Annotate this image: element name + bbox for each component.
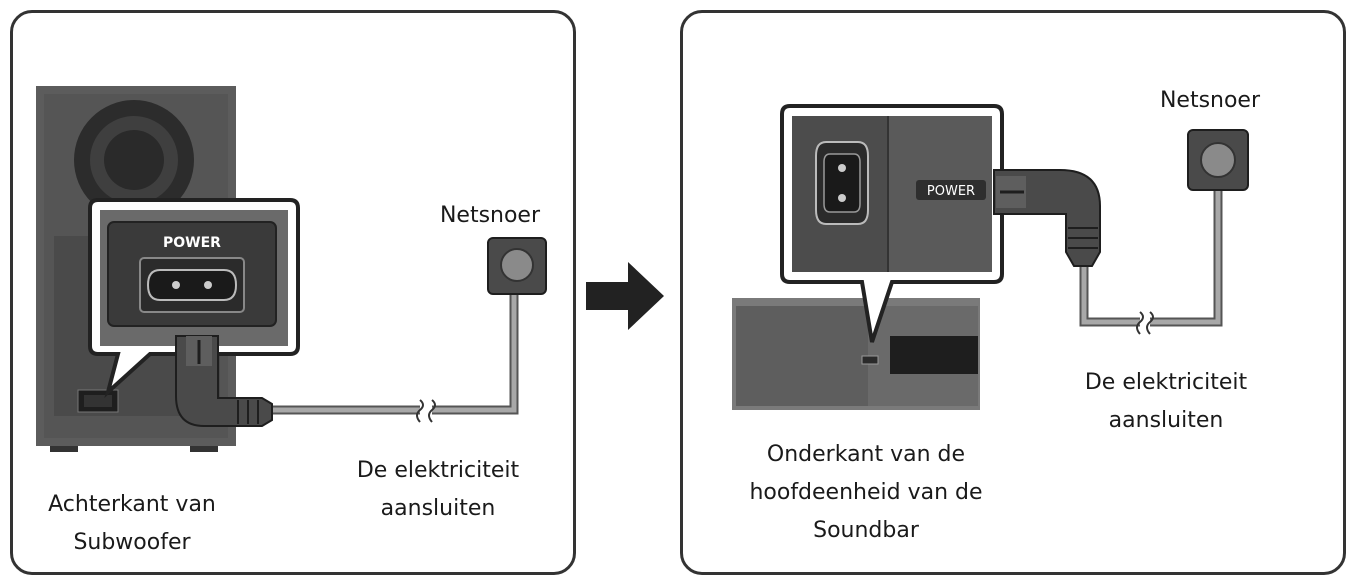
outlet-label-right: Netsnoer: [1160, 88, 1261, 113]
device-caption-right-line-1: Onderkant van de: [766, 442, 966, 467]
power-label-left: POWER: [163, 235, 221, 251]
figure-eight-socket-vertical-icon: [823, 153, 861, 213]
soundbar-power-callout: POWER: [780, 104, 1004, 343]
next-step-arrow-icon: [586, 262, 664, 330]
power-plug-right: [993, 169, 1223, 335]
device-caption-left-line-2: Subwoofer: [73, 530, 191, 555]
device-caption-left-line-1: Achterkant van: [48, 492, 216, 517]
device-caption-right: Onderkant van de hoofdeenheid van de Sou…: [716, 436, 1016, 550]
cable-caption-left-line-2: aansluiten: [380, 496, 496, 521]
cable-caption-left: De elektriciteit aansluiten: [318, 452, 558, 528]
cable-caption-left-line-1: De elektriciteit: [356, 458, 520, 483]
figure-eight-socket-icon: [146, 269, 238, 301]
wall-outlet-left-icon: [487, 237, 547, 295]
cable-caption-right-line-1: De elektriciteit: [1084, 370, 1248, 395]
outlet-label-left: Netsnoer: [440, 203, 541, 228]
device-caption-right-line-2: hoofdeenheid van de: [749, 480, 983, 505]
soundbar-illustration: [732, 298, 980, 410]
wall-outlet-right-icon: [1187, 129, 1249, 191]
power-plug-left: [175, 284, 519, 427]
device-caption-left: Achterkant van Subwoofer: [22, 486, 242, 562]
device-caption-right-line-3: Soundbar: [813, 518, 919, 543]
power-socket-callout: POWER: [88, 198, 300, 398]
cable-caption-right: De elektriciteit aansluiten: [1046, 364, 1286, 440]
power-label-right: POWER: [927, 184, 975, 199]
cable-caption-right-line-2: aansluiten: [1108, 408, 1224, 433]
